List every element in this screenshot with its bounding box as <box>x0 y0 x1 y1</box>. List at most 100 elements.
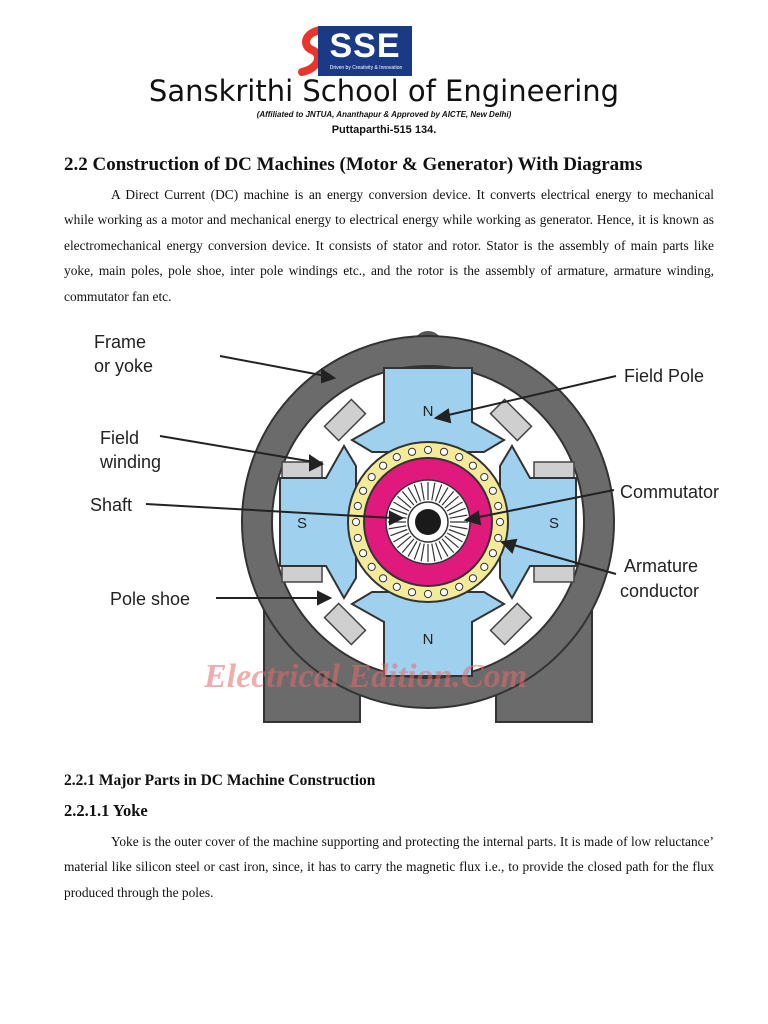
dc-machine-diagram: N N S S Electrical Edition.Com Frame or … <box>90 331 719 723</box>
commutator-segment-line <box>407 540 418 557</box>
commutator-segment-line <box>390 528 408 537</box>
label-frame-line2: or yoke <box>94 356 153 376</box>
label-armature-line2: conductor <box>620 581 699 601</box>
field-windings <box>281 398 575 646</box>
logo-tagline: Driven by Creativity & Innovation <box>329 65 403 71</box>
commutator-segment-line <box>444 535 459 549</box>
commutator-segment-line <box>449 514 468 519</box>
watermark-text: Electrical Edition.Com <box>203 658 527 695</box>
label-field-winding-line2: winding <box>99 452 161 472</box>
commutator-segment-line <box>446 532 463 543</box>
commutator-segment-line <box>449 525 468 530</box>
commutator-segment-line <box>420 543 425 562</box>
pole-right-label: S <box>549 515 559 532</box>
armature-conductor-dot <box>359 549 368 558</box>
pole-top-label: N <box>423 403 434 420</box>
logo-box: SSE Driven by Creativity & Innovation <box>318 26 412 76</box>
armature-conductor-dot <box>379 574 388 583</box>
label-shaft: Shaft <box>90 495 132 515</box>
armature-conductor-dot <box>494 501 503 511</box>
label-field-winding-line1: Field <box>100 428 139 448</box>
armature-conductor-dot <box>439 447 449 456</box>
commutator-segment-line <box>401 538 415 553</box>
armature-conductor-dot <box>351 517 361 527</box>
armature-conductor-dot <box>367 562 376 571</box>
commutator-segment-line <box>397 535 412 549</box>
armature-conductor-dot <box>495 517 505 527</box>
subsection-title: 2.2.1 Major Parts in DC Machine Construc… <box>64 772 376 789</box>
armature-conductor-dot <box>455 453 464 462</box>
armature-conductor-dot <box>468 461 477 470</box>
commutator-segment-line <box>441 491 455 506</box>
armature-conductor-dot <box>494 533 503 543</box>
commutator-segment-line <box>431 482 436 501</box>
label-commutator: Commutator <box>620 482 719 502</box>
commutator-segment-line <box>431 543 436 562</box>
label-frame-line1: Frame <box>94 332 146 352</box>
armature-conductor-dot <box>379 461 388 470</box>
commutator-segment-line <box>388 525 407 530</box>
logo-text: SSE <box>329 27 401 65</box>
commutator-segment-line <box>434 542 443 560</box>
yoke-paragraph-text: Yoke is the outer cover of the machine s… <box>64 834 714 900</box>
commutator-segment-line <box>413 484 422 502</box>
armature-conductor-dot <box>423 589 433 599</box>
commutator-segment-line <box>401 491 415 506</box>
commutator-segment-line <box>448 528 466 537</box>
armature-conductor-dot <box>488 486 497 495</box>
armature-conductor-dot <box>367 473 376 482</box>
armature-conductors <box>351 445 505 599</box>
armature-conductor-dot <box>353 501 362 511</box>
armature-conductor-dot <box>407 588 417 597</box>
label-pole-shoe: Pole shoe <box>110 589 190 609</box>
commutator-segment-line <box>413 542 422 560</box>
yoke-paragraph: Yoke is the outer cover of the machine s… <box>64 829 714 905</box>
armature-conductor-dot <box>392 453 401 462</box>
armature-conductor-dot <box>407 447 417 456</box>
commutator-segment-line <box>397 495 412 509</box>
pole-left <box>279 444 357 600</box>
commutator-segment-line <box>444 495 459 509</box>
armature-conductor-dot <box>423 445 433 455</box>
diagram-labels: Frame or yoke Field winding Shaft Pole s… <box>90 332 719 609</box>
intro-paragraph: A Direct Current (DC) machine is an ener… <box>64 182 714 309</box>
commutator-segment-line <box>407 487 418 504</box>
armature-conductor-dot <box>480 473 489 482</box>
commutator-segment-line <box>393 532 410 543</box>
armature-conductor-dot <box>480 562 489 571</box>
armature-conductor-dot <box>468 574 477 583</box>
pole-right <box>499 444 577 600</box>
armature-conductor-dot <box>353 533 362 543</box>
school-name: Sanskrithi School of Engineering <box>148 74 620 108</box>
label-armature-line1: Armature <box>624 556 698 576</box>
pole-bottom-label: N <box>423 631 434 648</box>
commutator-segment-line <box>434 484 443 502</box>
commutator-segment-line <box>446 501 463 512</box>
section-title: 2.2 Construction of DC Machines (Motor &… <box>64 154 643 175</box>
affiliation-line: (Affiliated to JNTUA, Ananthapur & Appro… <box>256 110 512 119</box>
shaft-core <box>415 509 441 535</box>
pole-top <box>350 367 506 453</box>
armature-conductor-dot <box>359 486 368 495</box>
college-logo: SSE Driven by Creativity & Innovation <box>296 26 412 76</box>
commutator-segment-line <box>390 507 408 516</box>
commutator-segment-line <box>441 538 455 553</box>
label-field-pole: Field Pole <box>624 366 704 386</box>
leader-lines <box>145 355 617 606</box>
city-line: Puttaparthi-515 134. <box>331 124 437 136</box>
intro-paragraph-text: A Direct Current (DC) machine is an ener… <box>64 187 714 304</box>
commutator-segments <box>388 482 468 562</box>
field-poles <box>279 367 577 677</box>
armature-assembly <box>347 441 509 603</box>
commutator-segment-line <box>448 507 466 516</box>
commutator-segment-line <box>420 482 425 501</box>
sub-subsection-title: 2.2.1.1 Yoke <box>64 801 148 820</box>
commutator-segment-line <box>438 540 449 557</box>
pole-bottom <box>350 591 506 677</box>
armature-conductor-dot <box>455 582 464 591</box>
armature-conductor-dot <box>488 549 497 558</box>
pole-left-label: S <box>297 515 307 532</box>
commutator-segment-line <box>438 487 449 504</box>
logo-swoosh-icon <box>298 26 326 76</box>
armature-conductor-dot <box>392 582 401 591</box>
